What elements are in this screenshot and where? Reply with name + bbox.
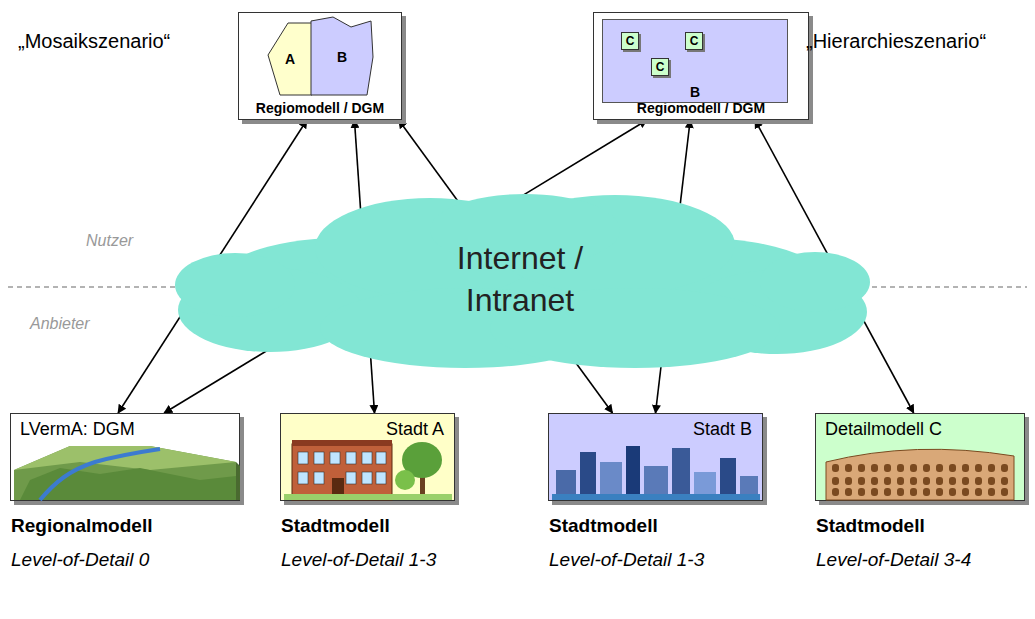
scenario-label: „Hierarchieszenario“: [806, 30, 986, 53]
provider-box: Stadt AStadtmodellLevel-of-Detail 1-3: [280, 413, 455, 501]
provider-title: Stadt A: [386, 419, 444, 440]
regio-model-box: Regiomodell / DGM A B: [238, 12, 402, 120]
scenario-label: „Mosaikszenario“: [18, 30, 170, 53]
detail-level-caption: Level-of-Detail 3-4: [816, 549, 971, 572]
detail-level-caption: Level-of-Detail 1-3: [281, 549, 436, 572]
detail-level-caption: Level-of-Detail 0: [11, 549, 149, 572]
zone-label: Nutzer: [86, 232, 133, 250]
detail-letter: C: [626, 35, 635, 47]
zone-label: Anbieter: [30, 315, 90, 333]
detail-model-box: C: [685, 32, 703, 50]
detail-model-box: C: [651, 58, 669, 76]
provider-title: Detailmodell C: [825, 419, 942, 440]
data-flow-arrow: [755, 120, 914, 413]
shape-outline: [165, 190, 875, 370]
detail-letter: C: [690, 35, 699, 47]
provider-box: LVermA: DGMRegionalmodellLevel-of-Detail…: [10, 413, 240, 501]
network-cloud: Internet / Intranet: [165, 190, 875, 370]
region-letter: B: [337, 49, 347, 65]
provider-title: Stadt B: [693, 419, 752, 440]
region-polygon: B: [311, 17, 373, 97]
detail-level-caption: Level-of-Detail 1-3: [549, 549, 704, 572]
provider-title: LVermA: DGM: [20, 419, 135, 440]
city-area-box: BCCC: [602, 19, 788, 103]
model-type-caption: Stadtmodell: [281, 515, 390, 538]
region-letter: A: [285, 51, 295, 67]
model-type-caption: Regionalmodell: [11, 515, 152, 538]
region-letter: B: [603, 84, 787, 100]
model-type-caption: Stadtmodell: [816, 515, 925, 538]
detail-model-box: C: [621, 32, 639, 50]
provider-box: Detailmodell CStadtmodellLevel-of-Detail…: [815, 413, 1025, 501]
detail-letter: C: [656, 61, 665, 73]
data-flow-arrow: [118, 120, 307, 413]
model-type-caption: Stadtmodell: [549, 515, 658, 538]
box-title: Regiomodell / DGM: [239, 100, 401, 116]
regio-model-box: Regiomodell / DGMBCCC: [593, 12, 809, 120]
data-flow-arrow: [164, 120, 647, 413]
provider-box: Stadt BStadtmodellLevel-of-Detail 1-3: [548, 413, 763, 501]
region-polygon: A: [266, 21, 314, 97]
cloud-text: Internet / Intranet: [425, 238, 615, 321]
